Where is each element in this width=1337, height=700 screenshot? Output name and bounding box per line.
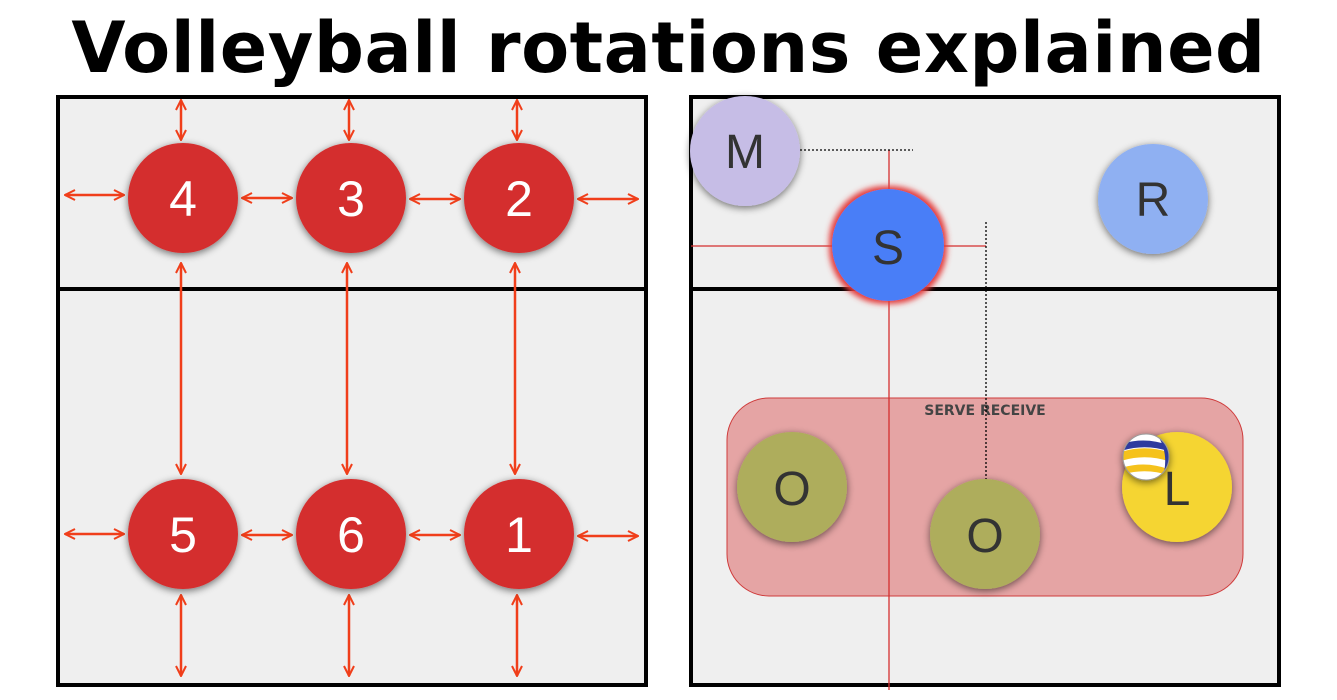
player-outside-2: O <box>930 479 1040 589</box>
player-label: R <box>1136 174 1171 227</box>
serve-receive-label: SERVE RECEIVE <box>924 403 1046 419</box>
position-label: 2 <box>505 171 533 227</box>
player-middle: M <box>690 96 800 206</box>
player-label: M <box>725 126 765 179</box>
player-circle <box>832 189 944 301</box>
position-3: 3 <box>296 143 406 253</box>
player-circle <box>1098 144 1208 254</box>
player-circle <box>930 479 1040 589</box>
player-outside-1: O <box>737 432 847 542</box>
player-circle <box>737 432 847 542</box>
position-circle <box>464 143 574 253</box>
position-1: 1 <box>464 479 574 589</box>
player-circle <box>690 96 800 206</box>
player-label: L <box>1164 463 1191 516</box>
position-circle <box>296 479 406 589</box>
page-title: Volleyball rotations explained <box>71 7 1266 89</box>
movement-arrows <box>65 100 638 676</box>
position-6: 6 <box>296 479 406 589</box>
player-label: S <box>872 222 904 275</box>
player-right: R <box>1098 144 1208 254</box>
position-4: 4 <box>128 143 238 253</box>
position-circle <box>464 479 574 589</box>
position-2: 2 <box>464 143 574 253</box>
position-label: 4 <box>169 171 197 227</box>
position-circle <box>128 479 238 589</box>
position-label: 3 <box>337 171 365 227</box>
position-5: 5 <box>128 479 238 589</box>
position-circle <box>128 143 238 253</box>
player-label: O <box>966 510 1003 563</box>
volleyball-icon <box>1122 433 1170 481</box>
position-circle <box>296 143 406 253</box>
player-label: O <box>773 463 810 516</box>
position-label: 6 <box>337 507 365 563</box>
position-label: 1 <box>505 507 533 563</box>
position-label: 5 <box>169 507 197 563</box>
player-setter: S <box>832 189 944 301</box>
